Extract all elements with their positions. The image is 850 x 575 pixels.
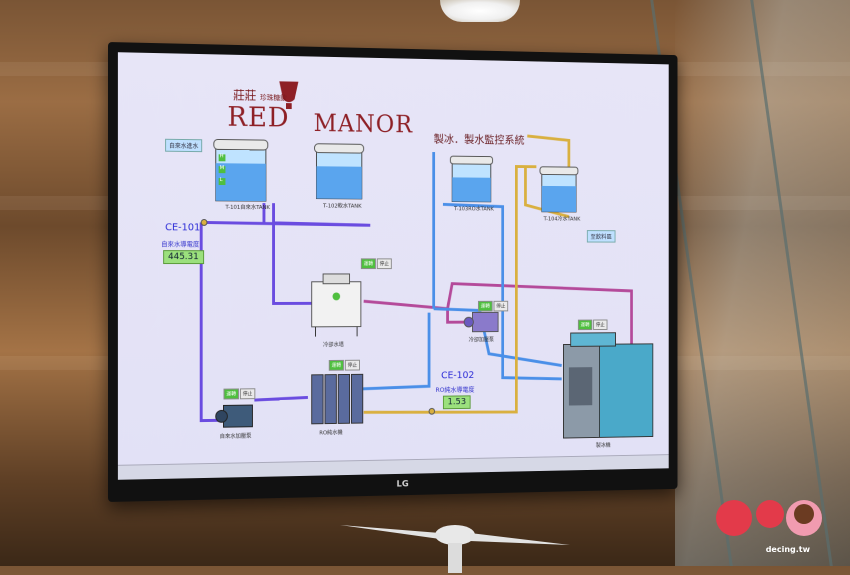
status-run: 運轉 — [477, 300, 493, 312]
sensor-id: CE-101 — [165, 222, 201, 234]
ice-machine-unit — [563, 332, 652, 438]
cooling-tower-unit — [312, 274, 361, 337]
pipe-blue-ro — [359, 313, 429, 389]
equipment-label: 自來水加壓泵 — [219, 433, 252, 441]
status-stop: 停止 — [593, 319, 608, 331]
equipment-label: 製冰機 — [595, 442, 611, 449]
pipe-network — [118, 52, 669, 480]
watermark-url: decing.tw — [765, 545, 810, 554]
scada-screen: 莊莊 珍珠糖飲 RED MANOR 製冰．製水監控系統 — [117, 52, 669, 480]
pipe-purple-bottom — [254, 397, 308, 400]
pipe-blue-to-tank — [443, 204, 562, 380]
status-indicator: 運轉 停止 — [360, 258, 392, 270]
tank-label: T-102軟水TANK — [323, 203, 362, 210]
wall-monitor: 莊莊 珍珠糖飲 RED MANOR 製冰．製水監控系統 — [108, 42, 678, 502]
equipment-label: 冷卻水塔 — [323, 342, 344, 349]
level-indicator-label: H — [219, 153, 224, 160]
ce-sensor-marker — [201, 219, 434, 417]
cooling-pump-unit — [464, 312, 498, 331]
status-indicator: 運轉 停止 — [223, 388, 256, 400]
equipment-label: 冷卻加壓泵 — [468, 337, 495, 344]
status-stop: 停止 — [239, 388, 256, 400]
sensor-value: 1.53 — [442, 395, 471, 410]
status-indicator: 運轉 停止 — [328, 359, 360, 371]
cup-logo-icon — [279, 81, 299, 110]
status-stop: 停止 — [493, 300, 509, 312]
tank-t103 — [450, 156, 492, 202]
sensor-id: CE-102 — [441, 370, 475, 382]
sensor-caption: RO純水導電度 — [435, 385, 475, 394]
tank-t104 — [540, 167, 578, 212]
tap-water-pump-unit — [216, 405, 253, 427]
sensor-caption: 自來水導電度 — [161, 240, 200, 249]
status-run: 運轉 — [223, 388, 239, 400]
ceiling-fan — [340, 525, 570, 573]
tank-label: T-103RO水TANK — [454, 206, 494, 213]
sensor-value: 445.31 — [163, 250, 204, 265]
tank-t102 — [315, 144, 364, 199]
ceiling-light — [440, 0, 520, 22]
status-indicator: 運轉 停止 — [577, 319, 608, 331]
outlet-label: 至飲料區 — [586, 230, 616, 243]
status-run: 運轉 — [577, 319, 593, 331]
source-inlet-label: 自來水進水 — [165, 138, 203, 153]
tank-label: T-104冷水TANK — [543, 216, 581, 223]
tank-label: T-101自來水TANK — [225, 204, 270, 212]
tv-brand-logo: LG — [396, 479, 409, 490]
level-indicator-label: L — [219, 177, 223, 184]
status-run: 運轉 — [328, 359, 344, 371]
status-stop: 停止 — [376, 258, 392, 270]
ro-unit — [312, 374, 363, 424]
status-indicator: 運轉 停止 — [477, 300, 509, 312]
pipe-purple-main — [201, 222, 225, 420]
watermark-logo — [716, 500, 822, 536]
status-run: 運轉 — [360, 258, 376, 270]
status-stop: 停止 — [344, 359, 360, 371]
level-indicator-label: M — [219, 165, 225, 172]
tank-t101 — [214, 139, 268, 201]
pipe-yellow-top — [527, 136, 569, 167]
equipment-label: RO純水機 — [319, 430, 343, 437]
